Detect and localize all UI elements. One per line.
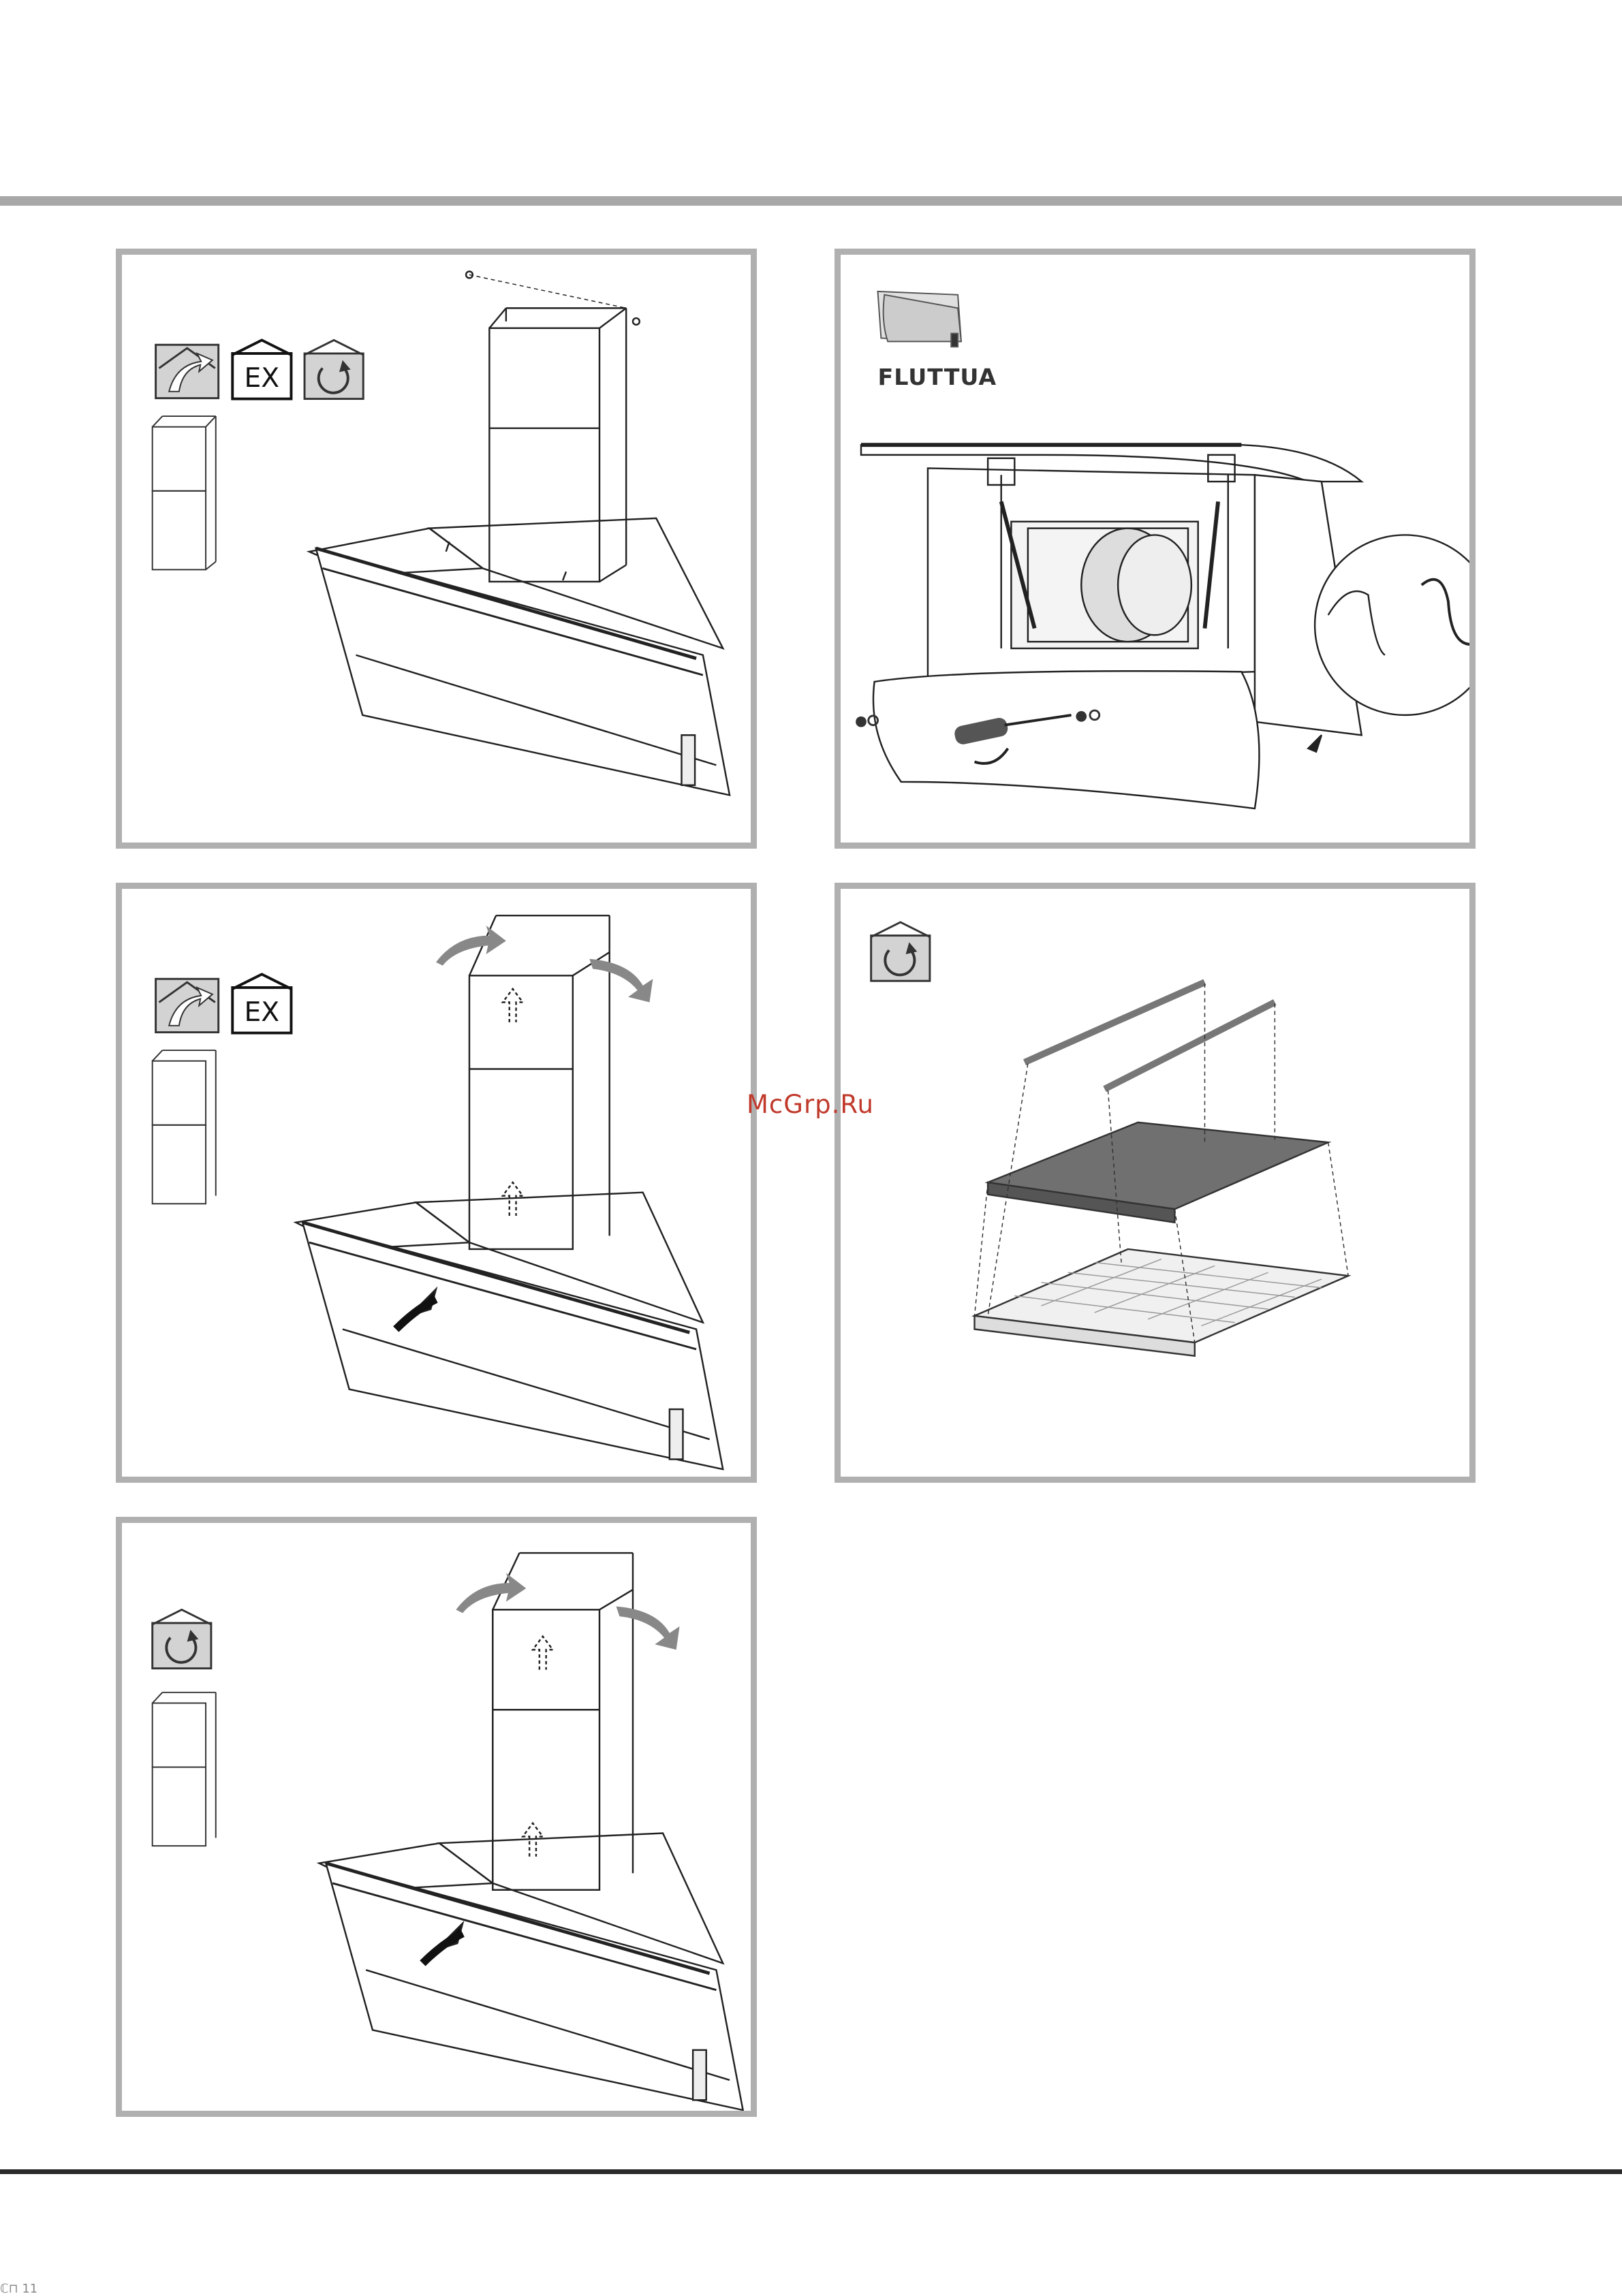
curved-glass-panel xyxy=(873,671,1260,808)
bottom-rule xyxy=(0,2169,1622,2174)
chimney-drawing xyxy=(466,271,640,581)
panel-fluttua-glass-removal: FLUTTUA xyxy=(835,249,1476,849)
panel-chimney-install: EX xyxy=(116,249,757,849)
footer-mark: ℂ⊓ 11 xyxy=(0,2282,37,2296)
chimney-parts-icon xyxy=(153,416,216,569)
fluttua-label: FLUTTUA xyxy=(877,364,997,390)
panel-chimney-vent-extraction: EX xyxy=(116,883,757,1483)
fluttua-panel-icon xyxy=(877,292,961,347)
chimney-parts-icon xyxy=(153,1693,216,1846)
extraction-ex-icon: EX xyxy=(232,340,291,398)
chimney-vent-illustration: EX xyxy=(122,889,751,1477)
recirculation-icon xyxy=(305,340,363,398)
svg-text:EX: EX xyxy=(245,997,280,1028)
filter-install-illustration xyxy=(841,889,1469,1477)
watermark: McGrp.Ru xyxy=(747,1090,874,1119)
panel-chimney-recirculation xyxy=(116,1517,757,2117)
hood-body-drawing xyxy=(309,518,730,796)
svg-text:EX: EX xyxy=(245,363,280,394)
extraction-ex-icon: EX xyxy=(232,974,291,1033)
recirculation-icon xyxy=(153,1609,211,1668)
chimney-parts-icon xyxy=(153,1050,216,1204)
top-rule xyxy=(0,196,1622,206)
chimney-recirculation-illustration xyxy=(122,1523,751,2111)
ducted-mode-icon xyxy=(156,979,219,1032)
ducted-mode-icon xyxy=(156,345,219,398)
panel-recirculation-filter xyxy=(835,883,1476,1483)
chimney-install-illustration: EX xyxy=(122,255,751,843)
filter-drawing xyxy=(975,982,1349,1356)
glass-removal-illustration: FLUTTUA xyxy=(841,255,1469,843)
recirculation-icon xyxy=(871,922,930,981)
